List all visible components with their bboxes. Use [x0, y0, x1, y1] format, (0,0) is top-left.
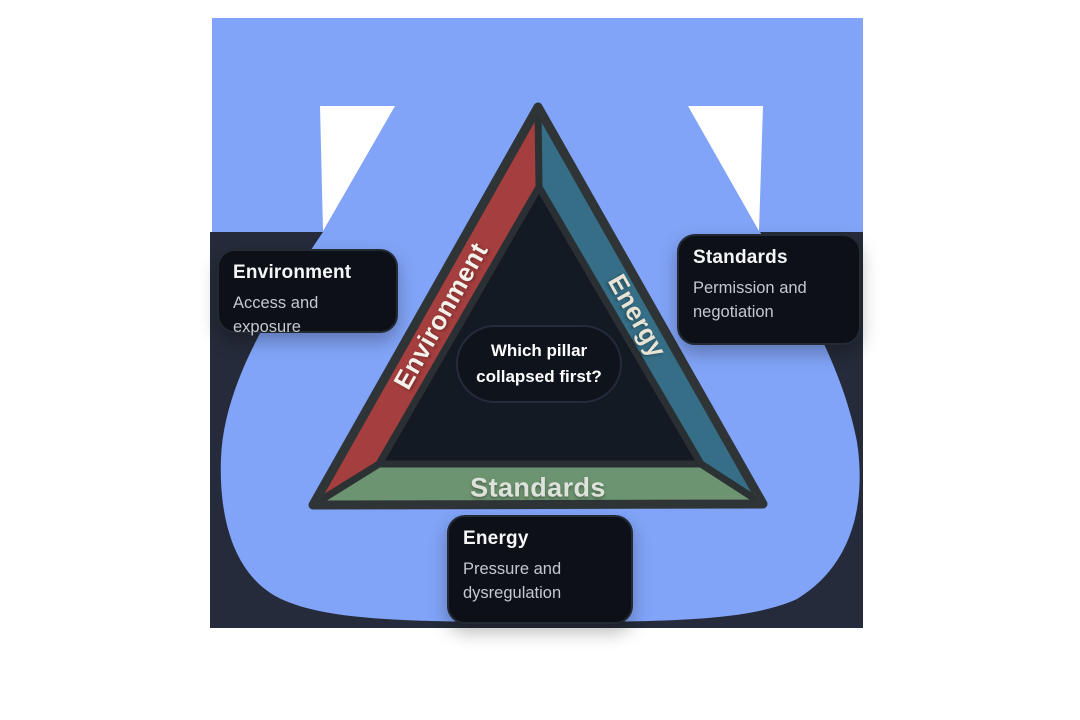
tooltip-card-standards: Standards Permission and negotiation — [677, 234, 861, 345]
tooltip-card-energy: Energy Pressure and dysregulation — [447, 515, 633, 624]
tooltip-body: Access and exposure — [233, 294, 319, 336]
center-question-pill: Which pillar collapsed first? — [456, 325, 622, 403]
tooltip-body: Permission and negotiation — [693, 279, 807, 321]
triangle-edge-standards[interactable] — [313, 464, 763, 505]
divider-bottom-left — [311, 461, 381, 508]
edge-label-standards: Standards — [470, 472, 606, 503]
triangle-outline — [308, 102, 768, 510]
left-notch-shape — [320, 106, 395, 231]
divider-apex — [534, 106, 543, 188]
tooltip-body: Pressure and dysregulation — [463, 560, 562, 602]
center-question-text: Which pillar collapsed first? — [476, 341, 602, 386]
tooltip-title: Environment — [233, 262, 352, 283]
divider-bottom-right — [699, 461, 765, 507]
tooltip-title: Standards — [693, 247, 788, 268]
right-notch-shape — [688, 106, 763, 231]
tooltip-card-environment: Environment Access and exposure — [217, 249, 398, 336]
tooltip-title: Energy — [463, 528, 529, 549]
